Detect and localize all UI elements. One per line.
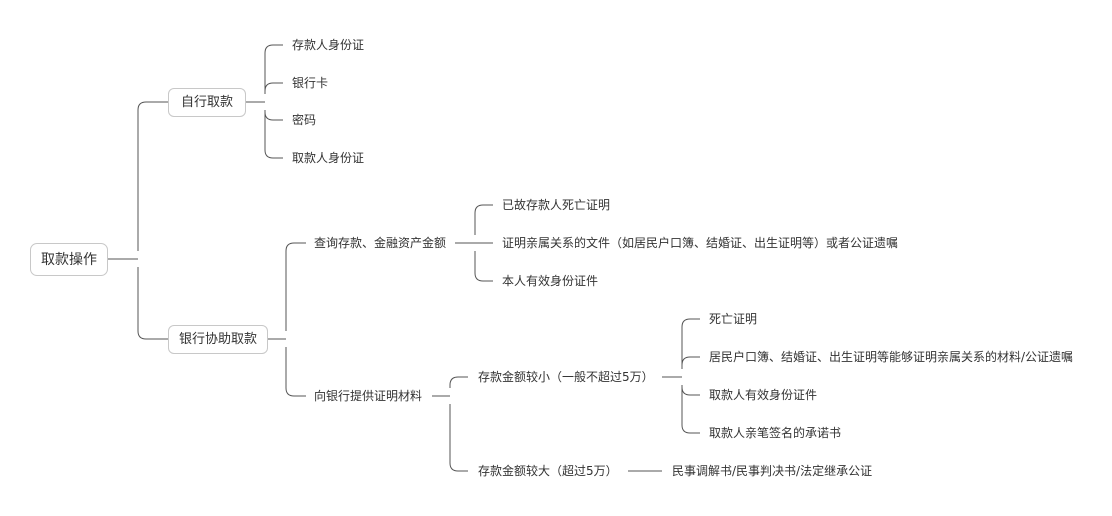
bank-assist-node[interactable]: 银行协助取款 (168, 325, 268, 354)
small-amount-node[interactable]: 存款金额较小（一般不超过5万） (478, 370, 654, 384)
root-node[interactable]: 取款操作 (30, 243, 108, 276)
provide-node[interactable]: 向银行提供证明材料 (314, 389, 423, 403)
connector-root-to-bank (137, 267, 168, 340)
self-item-withdrawer-id[interactable]: 取款人身份证 (292, 151, 365, 165)
query-node[interactable]: 查询存款、金融资产金额 (314, 236, 447, 250)
query-item-kinship-documents[interactable]: 证明亲属关系的文件（如居民户口簿、结婚证、出生证明等）或者公证遗嘱 (502, 236, 899, 250)
small-item-kinship-materials[interactable]: 居民户口簿、结婚证、出生证明等能够证明亲属关系的材料/公证遗嘱 (709, 350, 1074, 364)
connector-self-3 (264, 110, 283, 121)
connector-self-2 (264, 82, 283, 94)
connector-bank-to-provide (285, 347, 306, 397)
small-item-signed-commitment[interactable]: 取款人亲笔签名的承诺书 (709, 426, 842, 440)
self-item-password[interactable]: 密码 (292, 113, 317, 127)
connector-provide-to-small (449, 376, 468, 388)
query-item-own-id[interactable]: 本人有效身份证件 (502, 274, 599, 288)
small-item-death-certificate[interactable]: 死亡证明 (709, 312, 758, 326)
self-withdraw-node[interactable]: 自行取款 (168, 88, 246, 117)
connector-bank-to-query (285, 242, 306, 331)
connector-query-1 (474, 204, 493, 235)
connector-self-1 (264, 44, 283, 94)
connector-root-to-self (137, 101, 168, 251)
connector-small-3 (681, 385, 700, 396)
query-item-death-certificate[interactable]: 已故存款人死亡证明 (502, 198, 611, 212)
connector-self-4 (264, 110, 283, 159)
connector-small-4 (681, 385, 700, 434)
connector-small-2 (681, 356, 700, 369)
large-amount-node[interactable]: 存款金额较大（超过5万） (478, 464, 618, 478)
large-item-legal-documents[interactable]: 民事调解书/民事判决书/法定继承公证 (672, 464, 873, 478)
connector-small-1 (681, 318, 700, 369)
self-item-depositor-id[interactable]: 存款人身份证 (292, 38, 365, 52)
connector-query-3 (474, 251, 493, 282)
self-item-bank-card[interactable]: 银行卡 (292, 76, 329, 90)
connector-provide-to-large (449, 404, 468, 472)
small-item-withdrawer-id[interactable]: 取款人有效身份证件 (709, 388, 818, 402)
